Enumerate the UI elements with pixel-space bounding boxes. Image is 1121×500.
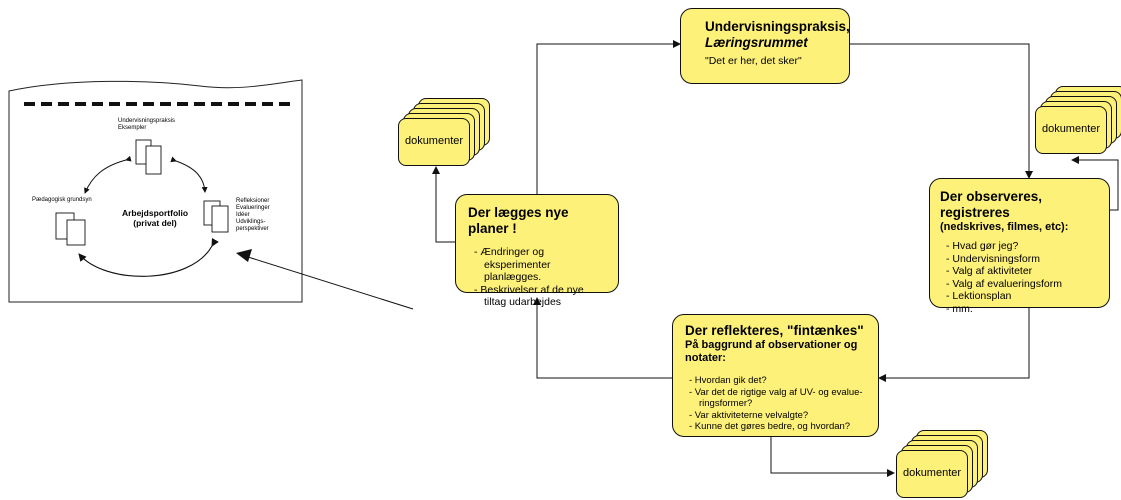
- box-new-plans-list: - Ændringer og eksperimenter planlægges.…: [468, 246, 608, 309]
- portfolio-page: [8, 79, 303, 303]
- box-teaching-practice-subtitle: Læringsrummet: [705, 35, 808, 50]
- list-item: - Beskrivelser af de nye tiltag udarbejd…: [474, 283, 584, 309]
- list-item: - Hvordan gik det?: [689, 375, 767, 386]
- connector-left-to-docs: [432, 166, 455, 243]
- document-sheet: [398, 118, 470, 166]
- connector-bottom-to-docs: [770, 437, 895, 477]
- list-item: - Kunne det gøres bedre, og hvordan?: [689, 421, 851, 432]
- list-item: - Var det de rigtige valg af UV- og eval…: [689, 386, 863, 410]
- pointer-line: [247, 256, 414, 310]
- connector-bottom-to-left: [533, 297, 672, 379]
- document-stack-left: dokumenter: [398, 98, 498, 173]
- box-reflect-list: - Hvordan gik det? - Var det de rigtige …: [685, 375, 870, 433]
- box-teaching-practice: Undervisningspraksis, Læringsrummet "Det…: [680, 8, 850, 84]
- box-observe-list: - Hvad gør jeg? - Undervisningsform - Va…: [940, 240, 1103, 315]
- box-teaching-practice-quote: "Det er her, det sker": [705, 55, 802, 67]
- portfolio-label-right-line: Refleksioner: [236, 198, 270, 204]
- pointer-arrowhead: [236, 249, 252, 262]
- portfolio-label-right-line: Idéer: [236, 212, 250, 218]
- portfolio-arrow-left: [84, 155, 132, 194]
- portfolio-label-right-line: Udviklings-: [236, 219, 266, 225]
- document-sheet: [896, 450, 968, 498]
- box-reflect-subtitle: På baggrund af observationer og notater:: [685, 339, 858, 364]
- portfolio-label-top-line: Undervisningspraksis: [118, 118, 176, 124]
- connector-right-to-bottom: [878, 308, 1030, 382]
- box-observe: Der observeres, registreres (nedskrives,…: [929, 178, 1110, 315]
- connector-top-to-right: [850, 43, 1033, 179]
- portfolio-center-title: Arbejdsportfolio (privat del): [110, 208, 200, 228]
- document-stack-right-label: dokumenter: [1041, 123, 1101, 135]
- list-item: - Undervisningsform: [946, 252, 1040, 265]
- document-stack-right: dokumenter: [1035, 86, 1121, 161]
- list-item: - Ændringer og eksperimenter planlægges.: [474, 246, 551, 283]
- box-observe-title: Der observeres, registreres: [940, 189, 1043, 220]
- box-new-plans-title: Der lægges nye planer !: [468, 205, 569, 236]
- box-reflect: Der reflekteres, "fintænkes" På baggrund…: [672, 314, 879, 437]
- list-item: - mm.: [946, 302, 973, 315]
- portfolio-label-left: Pædagogisk grundsyn: [32, 197, 92, 203]
- list-item: - Valg af aktiviteter: [946, 265, 1033, 277]
- portfolio-arrow-bottom: [78, 237, 219, 277]
- portfolio-center-title-line: (privat del): [133, 218, 177, 228]
- portfolio-doc-icon-top: [135, 139, 162, 175]
- portfolio-label-right-line: perspektiver: [236, 226, 269, 232]
- portfolio-label-right-line: Evalueringer: [236, 205, 270, 211]
- document-stack-bottom-label: dokumenter: [902, 467, 962, 479]
- portfolio-label-right: Refleksioner Evalueringer Idéer Udviklin…: [236, 198, 270, 233]
- document-stack-left-label: dokumenter: [404, 135, 464, 147]
- connector-left-to-top: [536, 40, 681, 198]
- box-reflect-title: Der reflekteres, "fintænkes": [685, 323, 864, 338]
- box-observe-subtitle: (nedskrives, filmes, etc):: [940, 221, 1069, 233]
- list-item: - Lektionsplan: [946, 290, 1012, 302]
- list-item: - Hvad gør jeg?: [946, 240, 1019, 252]
- portfolio-arrow-right: [170, 156, 208, 193]
- portfolio-label-top-line: Eksempler: [118, 125, 147, 131]
- list-item: - Var aktiviteterne velvalgte?: [689, 409, 809, 421]
- portfolio-doc-icon-right: [203, 200, 229, 233]
- document-stack-bottom: dokumenter: [896, 430, 996, 500]
- portfolio-center-title-line: Arbejdsportfolio: [121, 208, 189, 218]
- box-new-plans: Der lægges nye planer ! - Ændringer og e…: [455, 194, 619, 308]
- box-teaching-practice-title: Undervisningspraksis,: [705, 19, 850, 34]
- document-sheet: [1035, 106, 1107, 154]
- list-item: - Valg af evalueringsform: [946, 277, 1062, 290]
- connector-right-to-docs: [1071, 156, 1119, 211]
- portfolio-label-top: Undervisningspraksis Eksempler: [118, 118, 175, 132]
